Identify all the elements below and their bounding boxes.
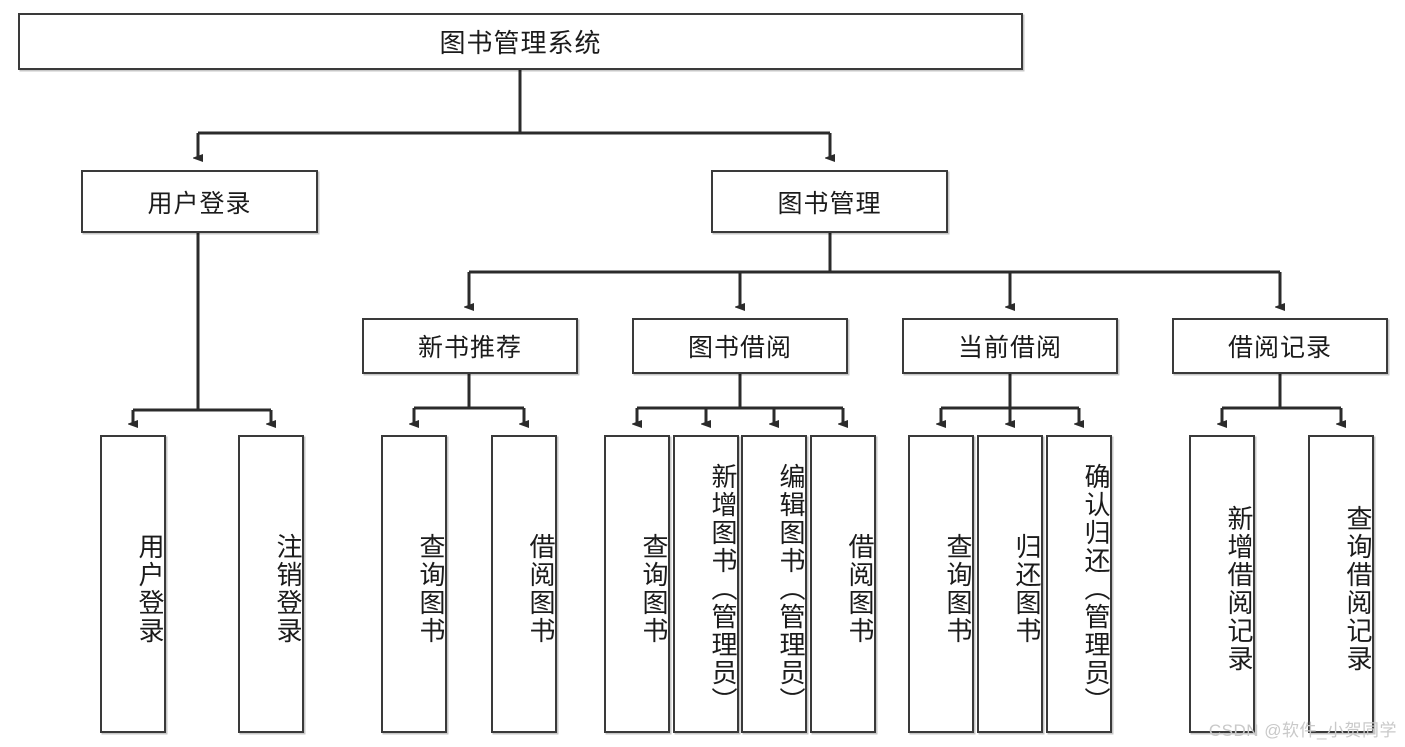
leaf-label: 借阅图书 (526, 533, 556, 645)
node-new-book-recommend[interactable]: 新书推荐 (362, 318, 578, 374)
leaf-label: 用户登录 (135, 533, 165, 645)
node-new-book-recommend-label: 新书推荐 (417, 334, 522, 362)
node-current-borrow[interactable]: 当前借阅 (902, 318, 1118, 374)
node-user-login-label: 用户登录 (147, 189, 252, 218)
node-borrow-record-label: 借阅记录 (1227, 334, 1332, 362)
leaf-label: 新增借阅记录 (1224, 505, 1254, 673)
leaf-label: 注销登录 (273, 533, 303, 645)
leaf-label: 查询图书 (416, 533, 446, 645)
node-book-management-label: 图书管理 (777, 189, 882, 218)
node-book-borrow-label: 图书借阅 (687, 334, 792, 362)
leaf-label: 查询图书 (639, 533, 669, 645)
leaf-current-borrow-confirm-return[interactable]: 确认归还（管理员） (1046, 435, 1112, 733)
leaf-borrow-record-add[interactable]: 新增借阅记录 (1189, 435, 1255, 733)
leaf-new-book-borrow[interactable]: 借阅图书 (491, 435, 557, 733)
leaf-borrow-record-query[interactable]: 查询借阅记录 (1308, 435, 1374, 733)
leaf-book-borrow-add[interactable]: 新增图书（管理员） (673, 435, 739, 733)
leaf-label: 归还图书 (1012, 533, 1042, 645)
csdn-watermark: CSDN @软件_小贺同学 (1208, 721, 1397, 740)
leaf-user-login-logout[interactable]: 注销登录 (238, 435, 304, 733)
leaf-book-borrow-query[interactable]: 查询图书 (604, 435, 670, 733)
leaf-current-borrow-query[interactable]: 查询图书 (908, 435, 974, 733)
node-borrow-record[interactable]: 借阅记录 (1172, 318, 1388, 374)
leaf-label: 新增图书（管理员） (708, 463, 738, 715)
leaf-label: 查询借阅记录 (1343, 505, 1373, 673)
leaf-book-borrow-edit[interactable]: 编辑图书（管理员） (741, 435, 807, 733)
leaf-user-login-login[interactable]: 用户登录 (100, 435, 166, 733)
leaf-current-borrow-return[interactable]: 归还图书 (977, 435, 1043, 733)
leaf-book-borrow-borrow[interactable]: 借阅图书 (810, 435, 876, 733)
node-book-borrow[interactable]: 图书借阅 (632, 318, 848, 374)
leaf-label: 确认归还（管理员） (1081, 463, 1111, 715)
leaf-label: 查询图书 (943, 533, 973, 645)
node-current-borrow-label: 当前借阅 (957, 334, 1062, 362)
node-user-login[interactable]: 用户登录 (81, 170, 318, 233)
leaf-new-book-query[interactable]: 查询图书 (381, 435, 447, 733)
node-root-library-system[interactable]: 图书管理系统 (18, 13, 1023, 70)
leaf-label: 编辑图书（管理员） (776, 463, 806, 715)
node-root-label: 图书管理系统 (439, 28, 602, 58)
leaf-label: 借阅图书 (845, 533, 875, 645)
node-book-management[interactable]: 图书管理 (711, 170, 948, 233)
